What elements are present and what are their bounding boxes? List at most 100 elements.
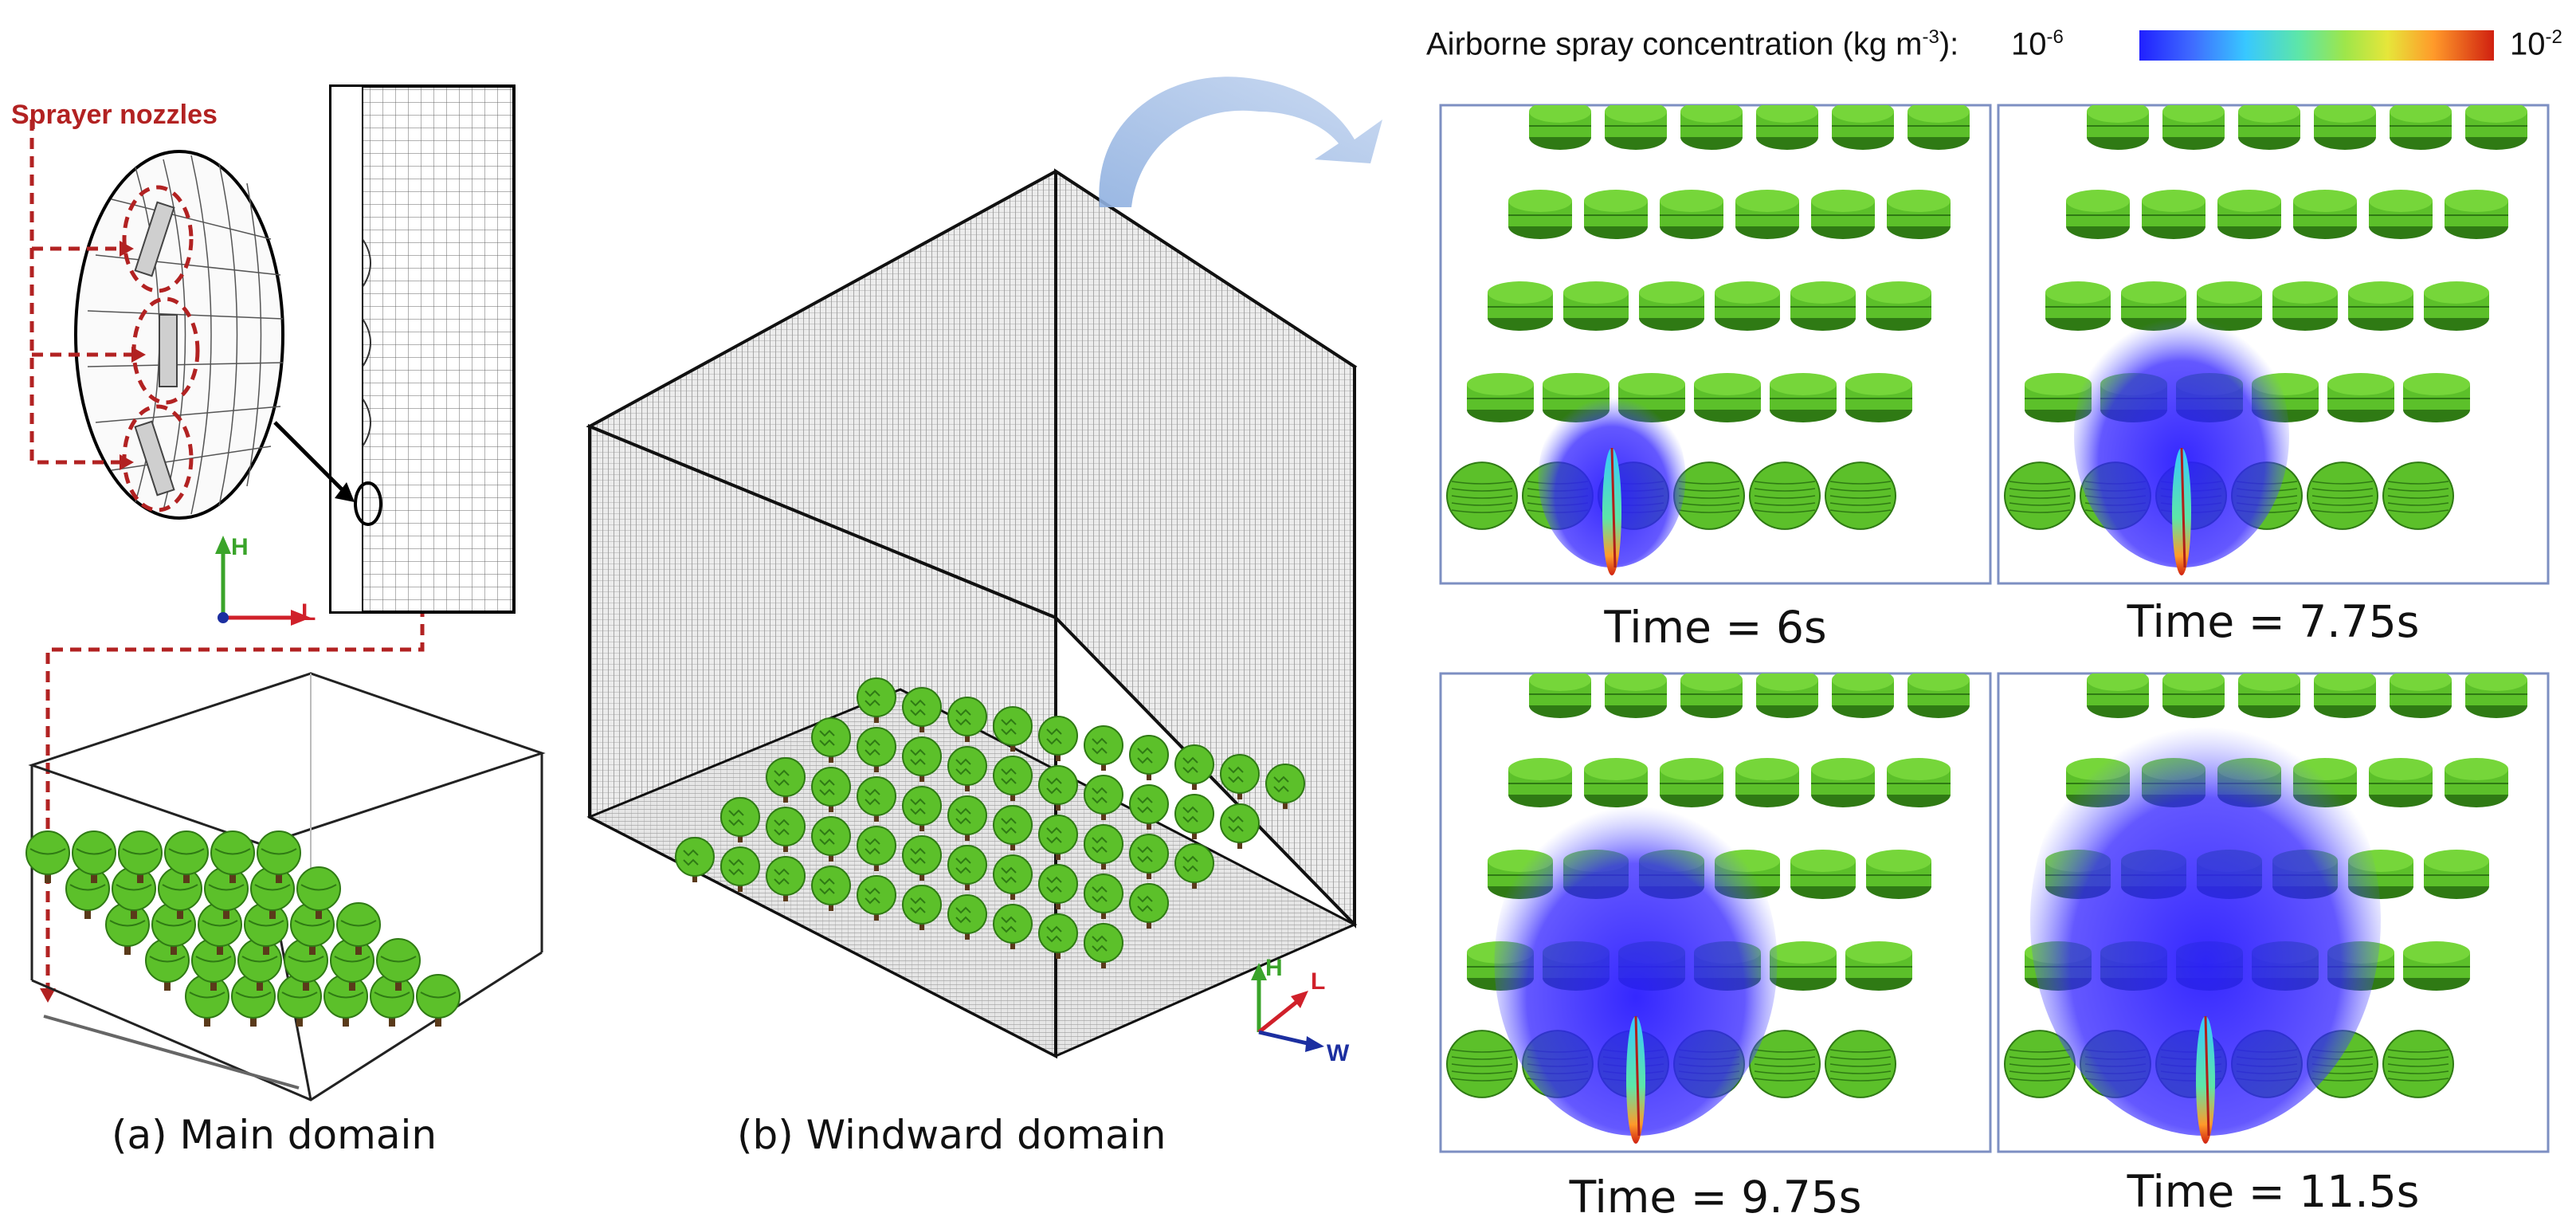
tree (993, 706, 1033, 752)
canopy (1866, 281, 1931, 331)
canopy (1749, 461, 1821, 530)
canopy (2045, 281, 2111, 331)
tree (1265, 764, 1305, 809)
canopy (1660, 758, 1723, 807)
tree (323, 974, 368, 1027)
main-domain-panel (25, 84, 546, 1101)
canopy (2424, 281, 2489, 331)
canopy (1660, 190, 1723, 239)
canopy (1790, 281, 1856, 331)
canopy (1680, 105, 1743, 150)
nozzle-zoom-ellipse (74, 150, 284, 520)
canopy (1529, 673, 1591, 718)
time-panel (1997, 672, 2550, 1153)
tree (720, 846, 760, 892)
canopy (2238, 105, 2300, 150)
tree (210, 830, 255, 883)
tree (25, 830, 70, 883)
windward-domain-caption: (b) Windward domain (737, 1112, 1166, 1158)
canopy (1529, 105, 1591, 150)
time-label-4: Time = 11.5s (2127, 1166, 2420, 1217)
canopy (2087, 105, 2149, 150)
axis-label-h-a: H (231, 534, 249, 560)
tree (902, 835, 942, 881)
tree (1084, 923, 1123, 968)
canopy (1605, 105, 1667, 150)
spray-plume (1494, 789, 1778, 1136)
tree (1129, 883, 1169, 929)
tree (947, 697, 987, 742)
axis-label-h-b: H (1265, 955, 1283, 981)
canopy (2162, 105, 2225, 150)
canopy (2307, 461, 2378, 530)
canopy (2390, 673, 2452, 718)
tree (296, 866, 341, 919)
tree (1084, 824, 1123, 870)
transition-arrow (1099, 77, 1382, 207)
canopy (1715, 281, 1780, 331)
tree (947, 894, 987, 940)
canopy (1467, 373, 1534, 422)
tree (158, 866, 202, 919)
axis-label-l-a: L (301, 599, 316, 626)
colorbar-max-label: 10-2 (2510, 26, 2562, 62)
tree (231, 974, 276, 1027)
tree (416, 974, 461, 1027)
canopy (1673, 461, 1745, 530)
tree (947, 746, 987, 791)
colorbar-min-label: 10-6 (2011, 26, 2064, 62)
canopy (1680, 673, 1743, 718)
canopy (1907, 105, 1970, 150)
nozzle-arrowheads (40, 241, 146, 1003)
tree (370, 974, 414, 1027)
sprayer-nozzles-label: Sprayer nozzles (11, 100, 218, 130)
time-panel (1439, 104, 1992, 585)
tree (65, 866, 110, 919)
canopy (2004, 1030, 2076, 1098)
tree (947, 845, 987, 890)
spray-plume (2074, 304, 2289, 567)
canopy (2314, 105, 2376, 150)
tree (857, 727, 896, 772)
canopy (1825, 1030, 1896, 1098)
tree (1084, 874, 1123, 919)
tree (993, 854, 1033, 900)
colorbar-label: Airborne spray concentration (kg m-3): (1426, 26, 1959, 62)
tree (1220, 803, 1260, 849)
canopy (1488, 281, 1553, 331)
canopy (2142, 190, 2205, 239)
time-label-3: Time = 9.75s (1569, 1172, 1862, 1223)
tree (947, 795, 987, 841)
main-domain-caption: (a) Main domain (112, 1112, 437, 1158)
canopy (2004, 461, 2076, 530)
axis-label-l-b: L (1311, 968, 1326, 995)
nozzle-3 (134, 420, 175, 497)
canopy (2382, 1030, 2454, 1098)
canopy (2403, 941, 2470, 991)
canopy (2217, 190, 2281, 239)
canopy (1790, 850, 1856, 899)
tree (720, 797, 760, 842)
tree (198, 902, 242, 955)
canopy (2314, 673, 2376, 718)
canopy (2238, 673, 2300, 718)
canopy (1756, 673, 1818, 718)
canopy (1735, 758, 1799, 807)
tree (1174, 794, 1214, 839)
axis-triad-a (215, 536, 311, 626)
tree (766, 757, 806, 803)
tree (811, 717, 851, 763)
tree (185, 974, 229, 1027)
canopy (1811, 758, 1875, 807)
zoom-target-ellipse (354, 481, 382, 526)
tree (1038, 864, 1078, 909)
tree (1084, 775, 1123, 820)
canopy (1832, 673, 1894, 718)
tree (766, 856, 806, 901)
axis-triad-b (1251, 963, 1324, 1052)
canopy (1845, 941, 1912, 991)
tree (105, 902, 150, 955)
canopy (2087, 673, 2149, 718)
tree (164, 830, 209, 883)
